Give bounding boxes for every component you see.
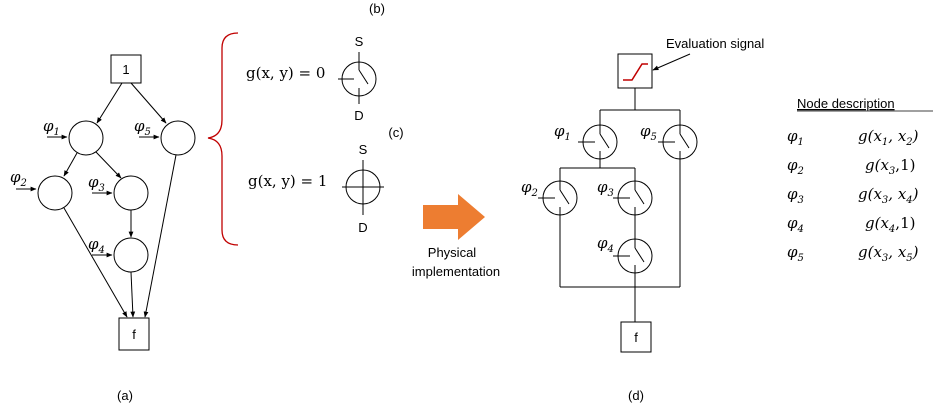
panel-b-label: (b) <box>369 1 385 16</box>
orange-arrow-icon <box>423 194 485 240</box>
label-phi2: φ2 <box>10 168 27 189</box>
switch-phi2-blade <box>559 189 570 205</box>
desc-g-row4: g(x4,1) <box>865 214 915 235</box>
switch-phi4 <box>613 238 653 274</box>
switch-phi3 <box>613 180 653 216</box>
node-phi5 <box>160 120 196 156</box>
desc-g-row3: g(x3, x4) <box>858 185 919 206</box>
switch-phi3-blade <box>634 189 645 205</box>
switch-phi4-blade <box>634 247 645 263</box>
switch-b-blade <box>358 69 369 85</box>
circuit-label-phi3: φ3 <box>597 178 614 199</box>
label-phi3: φ3 <box>88 173 105 194</box>
node-phi1 <box>68 120 104 156</box>
desc-g-row5: g(x3, x5) <box>858 243 919 264</box>
panel-a-label: (a) <box>117 388 133 403</box>
desc-phi-row2: φ2 <box>787 156 804 177</box>
label-phi5: φ5 <box>134 117 151 138</box>
edge-phi1-phi2 <box>63 152 78 177</box>
implementation-arrow: Physical implementation <box>412 194 500 279</box>
desc-phi-row5: φ5 <box>787 243 804 264</box>
edge-1-phi1 <box>96 82 123 124</box>
switch-c-eq: g(x, y) = 1 <box>248 172 327 190</box>
edge-phi2-f <box>63 207 128 318</box>
sink-node <box>118 317 150 351</box>
circuit-sink-box <box>620 321 652 353</box>
brace <box>207 32 239 246</box>
switch-c-s: S <box>359 142 368 157</box>
graph-a: 1 f φ1 φ5 φ2 φ3 φ4 (a) <box>10 54 196 403</box>
evaluation-signal-label: Evaluation signal <box>666 36 764 51</box>
circuit-sink-label: f <box>634 330 638 345</box>
edge-1-phi5 <box>130 82 167 124</box>
switch-phi2 <box>538 180 578 216</box>
edge-phi1-phi3 <box>95 151 122 179</box>
switch-b: (b) g(x, y) = 0 S D <box>246 1 385 123</box>
switch-phi5 <box>658 124 698 160</box>
node-description-title: Node description <box>797 96 895 111</box>
label-phi1: φ1 <box>43 117 60 138</box>
desc-phi-row3: φ3 <box>787 185 804 206</box>
switch-phi5-blade <box>679 133 690 149</box>
panel-c-label: (c) <box>388 125 403 140</box>
switch-phi1 <box>578 124 618 160</box>
circuit-label-phi2: φ2 <box>521 178 538 199</box>
evaluation-signal-pointer <box>652 53 691 71</box>
node-description-table: Node description φ1 g(x1, x2) φ2 g(x3,1)… <box>787 96 933 264</box>
switch-b-s: S <box>355 34 364 49</box>
switch-b-eq: g(x, y) = 0 <box>246 64 325 82</box>
panel-d-label: (d) <box>628 388 644 403</box>
source-node <box>110 54 142 84</box>
desc-phi-row1: φ1 <box>787 127 804 148</box>
arrow-label-line1: Physical <box>428 245 477 260</box>
desc-phi-row4: φ4 <box>787 214 804 235</box>
switch-c: (c) g(x, y) = 1 S D <box>248 125 404 235</box>
node-phi3 <box>113 175 149 211</box>
switch-phi1-blade <box>599 133 610 149</box>
arrow-label-line2: implementation <box>412 264 500 279</box>
circuit-label-phi4: φ4 <box>597 234 614 255</box>
node-phi2 <box>37 175 73 211</box>
desc-g-row1: g(x1, x2) <box>858 127 919 148</box>
node-phi4 <box>113 237 149 273</box>
circuit-label-phi5: φ5 <box>640 122 657 143</box>
circuit-label-phi1: φ1 <box>554 122 571 143</box>
sink-label: f <box>132 327 136 342</box>
label-phi4: φ4 <box>88 235 105 256</box>
switch-b-d: D <box>354 108 363 123</box>
evaluation-signal-box <box>617 53 653 89</box>
desc-g-row2: g(x3,1) <box>865 156 915 177</box>
edge-phi4-f <box>130 271 136 318</box>
edge-phi5-f <box>143 154 177 318</box>
source-label: 1 <box>122 62 129 77</box>
circuit-d: Evaluation signal <box>521 36 764 403</box>
switch-c-d: D <box>358 220 367 235</box>
ramp-signal-icon <box>623 63 648 81</box>
